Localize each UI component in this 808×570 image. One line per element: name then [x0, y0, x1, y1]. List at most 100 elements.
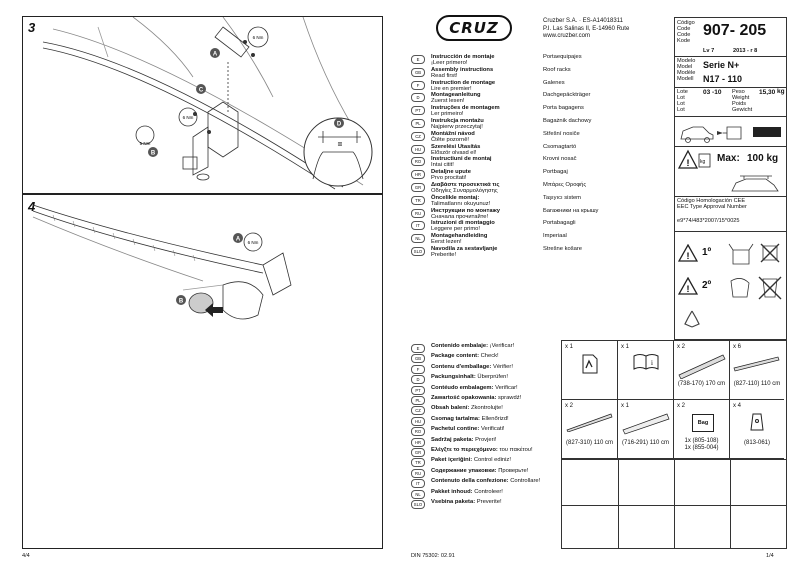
step3-label-b: B — [151, 151, 156, 157]
cruz-logo: CRUZ — [436, 15, 512, 41]
step3-torque-2: 6 Nm — [183, 115, 194, 120]
open-box-icon — [728, 243, 780, 265]
package-content-row: F Contenu d'emballage: Vérifier! — [411, 364, 551, 374]
item-code: (827-110) 110 cm — [733, 381, 781, 387]
language-badge: SLO — [411, 500, 425, 509]
language-badge: D — [411, 93, 425, 103]
language-badge: PT — [411, 385, 425, 395]
step4-torque: 6 Nm — [248, 240, 259, 245]
language-badge: IT — [411, 479, 425, 489]
model-value: N17 - 110 — [703, 74, 743, 84]
instruction-subtitle: Οδηγίες Συναρμολόγησης — [431, 188, 498, 194]
item-icon — [730, 353, 784, 378]
instruction-subtitle: Ler primeiro! — [431, 111, 464, 118]
instruction-subtitle: Сначала прочитайте! — [431, 213, 489, 220]
language-badge: F — [411, 364, 425, 374]
product-translation: Μπάρες Οροφής — [543, 182, 587, 188]
item-code: (813-061) — [743, 440, 770, 446]
left-page-number: 4/4 — [22, 553, 30, 559]
instruction-subtitle: Zuerst lesen! — [431, 98, 465, 105]
item-quantity: x 2 — [565, 403, 574, 409]
item-quantity: x 2 — [677, 344, 686, 350]
din-standard: DIN 75302: 02.91 — [411, 553, 455, 559]
right-page-number: 1/4 — [766, 553, 774, 559]
item-quantity: x 4 — [733, 403, 742, 409]
language-badge: RU — [411, 468, 425, 478]
step3-equal-sign: = — [338, 140, 343, 149]
instruction-title: Instrukcja montażu — [431, 118, 484, 124]
instruction-title: Montageanleitung — [431, 92, 481, 99]
language-badge: CZ — [411, 406, 425, 416]
language-badge: PL — [411, 119, 425, 128]
product-translation: Portaequipajes — [543, 54, 582, 60]
instruction-title: Instructiuni de montaj — [431, 156, 492, 163]
svg-text:!: ! — [687, 284, 690, 294]
content-item-cell: x 2 (738-170) 170 cm — [674, 341, 730, 400]
step-number-3: 3 — [28, 20, 36, 35]
logo-text: CRUZ — [449, 19, 499, 37]
package-content-text: Contenido embalaje: ¡Verificar! — [431, 343, 515, 349]
instruction-title: Öncelikle montaj: — [431, 194, 480, 201]
instruction-title: Montagehandleiding — [431, 233, 488, 240]
max-load-value: 100 kg — [747, 153, 779, 164]
first-step-label: 1º — [702, 247, 712, 258]
language-badge: PL — [411, 396, 425, 405]
package-content-row: PL Zawartość opakowania: sprawdź! — [411, 395, 551, 405]
item-quantity: x 6 — [733, 344, 742, 350]
package-content-text: Vsebina paketa: Preverite! — [431, 499, 502, 505]
language-badge: TR — [411, 195, 425, 205]
language-badge: IT — [411, 221, 425, 231]
step3-torque-3: 5 Nm — [140, 141, 151, 146]
lote-value: 03 -10 — [703, 89, 722, 96]
item-icon — [562, 412, 617, 437]
instruction-title: Assembly instructions — [431, 66, 494, 73]
package-content-text: Pakket inhoud: Controleer! — [431, 488, 503, 495]
company-address: P.I. Las Salinas II, E-14960 Rute — [543, 25, 630, 32]
package-content-text: Contenu d'emballage: Vérifier! — [431, 363, 513, 370]
product-translation: Portabagagli — [543, 220, 576, 227]
product-translation: Roof racks — [543, 66, 571, 73]
product-translation: Portbagaj — [543, 169, 568, 176]
recycle-icon — [684, 310, 700, 328]
svg-text:!: ! — [687, 158, 690, 168]
peso-value: 15,30 — [759, 89, 776, 96]
instruction-subtitle: Eerst lezen! — [431, 239, 462, 246]
item-code: (738-170) 170 cm — [677, 381, 726, 387]
company-website[interactable]: www.cruzber.com — [543, 33, 591, 39]
instruction-title: Instruction de montage — [431, 79, 496, 86]
item-quantity: x 1 — [621, 344, 630, 350]
product-translation: Porta bagagens — [543, 105, 584, 112]
language-badge: GR — [411, 183, 425, 192]
language-badge: E — [411, 55, 425, 64]
package-content-text: Pachetul contine: Verificati! — [431, 426, 505, 433]
package-content-text: Zawartość opakowania: sprawdź! — [431, 395, 522, 401]
package-content-text: Packungsinhalt: Überprüfen! — [431, 374, 509, 381]
step3-illustration: A C B 6 Nm 6 Nm 5 Nm D = — [42, 17, 373, 190]
language-badge: PT — [411, 106, 425, 116]
package-content-text: Contéudo embalagem: Verificar! — [431, 384, 518, 391]
step-number-4: 4 — [28, 199, 36, 214]
product-translation: Taşıyıcı sistem — [543, 194, 582, 201]
package-content-row: PT Contéudo embalagem: Verificar! — [411, 385, 551, 395]
language-badge: TR — [411, 458, 425, 468]
lv-value: Lv 7 — [703, 48, 715, 54]
